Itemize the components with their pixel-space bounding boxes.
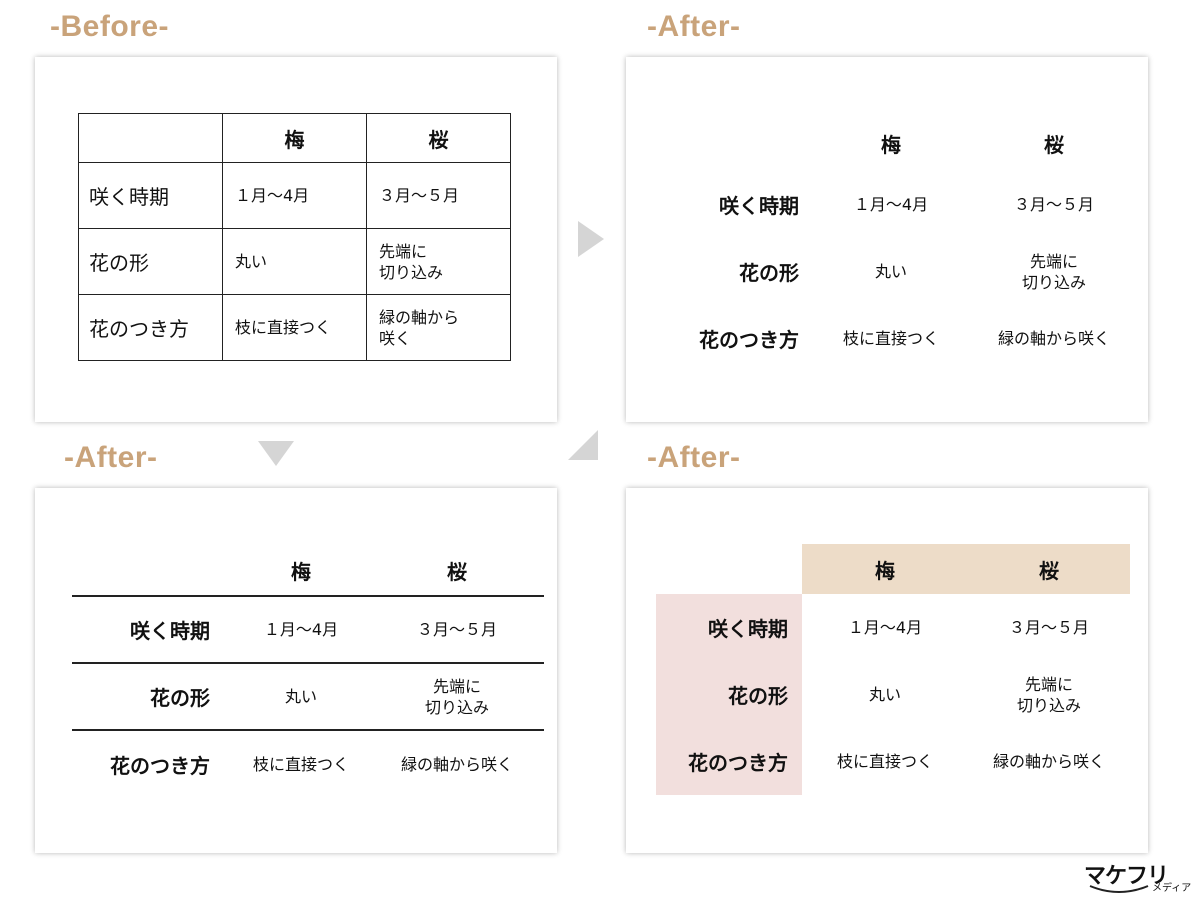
corner-cell — [671, 115, 821, 171]
table-row: 花のつき方 枝に直接つく 緑の軸から咲く — [656, 728, 1130, 795]
panel-after-plain: 梅 桜 咲く時期 １月〜4月 ３月〜５月 花の形 丸い 先端に 切り込み 花のつ… — [626, 57, 1148, 422]
table-cell: 緑の軸から咲く — [992, 752, 1105, 771]
table-row: 咲く時期 １月〜4月 ３月〜５月 — [78, 162, 511, 229]
corner-cell — [78, 113, 223, 163]
logo-sub-text: メディア — [1152, 883, 1192, 894]
logo-swoosh-icon — [1089, 885, 1149, 893]
table-row: 花のつき方 枝に直接つく 緑の軸から 咲く — [78, 294, 511, 361]
table-cell: 枝に直接つく — [842, 329, 939, 348]
brand-logo: マケフリ メディア — [1084, 858, 1194, 898]
table-cell: １月〜4月 — [853, 195, 929, 214]
column-header: 桜 — [366, 113, 511, 163]
table-header-row: 梅 桜 — [656, 544, 1130, 594]
heading-before: -Before- — [50, 10, 170, 43]
table-cell: 丸い — [222, 228, 367, 295]
table-cell: 先端に 切り込み — [1021, 251, 1086, 292]
column-header: 梅 — [802, 544, 968, 594]
column-header: 梅 — [232, 546, 370, 597]
table-cell: 緑の軸から 咲く — [366, 294, 511, 361]
row-label: 花のつき方 — [110, 753, 210, 778]
row-label: 咲く時期 — [78, 162, 223, 229]
table-after-rules: 梅 桜 咲く時期 １月〜4月 ３月〜５月 花の形 丸い 先端に 切り込み 花のつ… — [72, 546, 544, 797]
table-cell: 先端に 切り込み — [370, 663, 544, 731]
heading-after-bottom-right: -After- — [647, 441, 741, 474]
heading-after-top-right: -After- — [647, 10, 741, 43]
table-row: 咲く時期 １月〜4月 ３月〜５月 — [656, 594, 1130, 661]
table-row: 咲く時期 １月〜4月 ３月〜５月 — [671, 171, 1147, 238]
table-after-plain: 梅 桜 咲く時期 １月〜4月 ３月〜５月 花の形 丸い 先端に 切り込み 花のつ… — [671, 115, 1147, 372]
table-cell: ３月〜５月 — [1008, 618, 1089, 637]
table-header-row: 梅 桜 — [72, 546, 544, 597]
table-cell: １月〜4月 — [222, 162, 367, 229]
row-label: 花の形 — [72, 663, 232, 731]
arrow-down-icon — [258, 441, 294, 466]
table-cell: １月〜4月 — [232, 596, 370, 664]
arrow-right-icon — [578, 221, 604, 257]
table-cell: ３月〜５月 — [366, 162, 511, 229]
heading-after-bottom-left: -After- — [64, 441, 158, 474]
table-row: 花のつき方 枝に直接つく 緑の軸から咲く — [671, 305, 1147, 372]
table-before: 梅 桜 咲く時期 １月〜4月 ３月〜５月 花の形 丸い 先端に 切り込み 花のつ… — [78, 113, 511, 361]
table-row: 花の形 丸い 先端に 切り込み — [78, 228, 511, 295]
table-cell: 丸い — [868, 685, 901, 704]
row-label: 咲く時期 — [719, 194, 799, 218]
table-row: 咲く時期 １月〜4月 ３月〜５月 — [72, 596, 544, 664]
table-cell: 枝に直接つく — [836, 752, 933, 771]
row-label: 花の形 — [656, 661, 802, 728]
table-cell: 枝に直接つく — [252, 754, 349, 774]
table-cell: 先端に 切り込み — [366, 228, 511, 295]
row-label: 花のつき方 — [78, 294, 223, 361]
table-cell: 丸い — [874, 262, 907, 281]
logo-main-text: マケフリ — [1084, 864, 1169, 889]
table-header-row: 梅 桜 — [671, 115, 1147, 171]
table-after-colored: 梅 桜 咲く時期 １月〜4月 ３月〜５月 花の形 丸い 先端に 切り込み 花のつ… — [656, 544, 1130, 795]
panel-after-colored: 梅 桜 咲く時期 １月〜4月 ３月〜５月 花の形 丸い 先端に 切り込み 花のつ… — [626, 488, 1148, 853]
row-label: 花の形 — [739, 261, 799, 285]
table-row: 花のつき方 枝に直接つく 緑の軸から咲く — [72, 730, 544, 797]
column-header: 桜 — [1044, 132, 1064, 157]
table-cell: 枝に直接つく — [222, 294, 367, 361]
panel-after-rules: 梅 桜 咲く時期 １月〜4月 ３月〜５月 花の形 丸い 先端に 切り込み 花のつ… — [35, 488, 557, 853]
table-cell: 先端に 切り込み — [1016, 674, 1081, 715]
column-header: 桜 — [370, 546, 544, 597]
column-header: 桜 — [968, 544, 1130, 594]
table-header-row: 梅 桜 — [78, 113, 511, 163]
table-row: 花の形 丸い 先端に 切り込み — [72, 663, 544, 731]
table-cell: 緑の軸から咲く — [400, 754, 513, 774]
panel-before: 梅 桜 咲く時期 １月〜4月 ３月〜５月 花の形 丸い 先端に 切り込み 花のつ… — [35, 57, 557, 422]
table-row: 花の形 丸い 先端に 切り込み — [671, 238, 1147, 305]
table-cell: １月〜4月 — [847, 618, 923, 637]
column-header: 梅 — [881, 132, 901, 157]
row-label: 花のつき方 — [656, 728, 802, 795]
corner-cell — [72, 546, 232, 597]
table-cell: 緑の軸から咲く — [997, 329, 1110, 348]
column-header: 梅 — [222, 113, 367, 163]
row-label: 咲く時期 — [72, 596, 232, 664]
corner-cell — [656, 544, 802, 594]
row-label: 花のつき方 — [699, 328, 799, 352]
table-cell: ３月〜５月 — [370, 596, 544, 664]
row-label: 咲く時期 — [656, 594, 802, 661]
row-label: 花の形 — [78, 228, 223, 295]
table-cell: 丸い — [232, 663, 370, 731]
table-row: 花の形 丸い 先端に 切り込み — [656, 661, 1130, 728]
arrow-up-left-icon — [568, 430, 598, 460]
table-cell: ３月〜５月 — [1013, 195, 1094, 214]
